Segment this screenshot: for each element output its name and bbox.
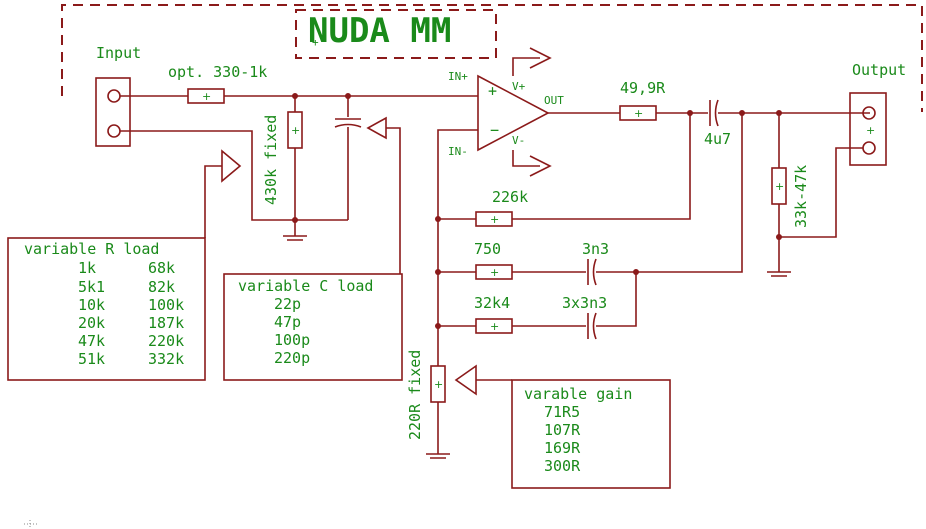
svg-text:−: − [490,121,499,139]
input-pin-1 [107,89,121,103]
variable-c-load-box [223,273,403,381]
gain-item: 300R [544,457,581,475]
ground-icon [283,235,307,241]
gain-item: 71R5 [544,403,580,421]
gain-resistor-label: 220R fixed [406,350,424,440]
opamp-in-plus: IN+ [448,70,468,83]
c-load-item: 22p [274,295,301,313]
cap-3n3-label: 3n3 [582,240,609,258]
ground-icon [767,271,791,277]
r-load-item: 51k [78,350,105,368]
resistor-32k4-label: 32k4 [474,294,510,312]
ground-icon [426,453,450,459]
opamp-vplus: V+ [512,80,526,93]
r-load-item: 20k [78,314,105,332]
r-load-item: 5k1 [78,278,105,296]
svg-text:+: + [634,107,643,120]
svg-text:+: + [490,266,499,279]
c-load-item: 220p [274,349,310,367]
r-load-item: 82k [148,278,175,296]
title: NUDA MM [308,11,451,51]
output-cap-label: 4u7 [704,130,731,148]
gain-item: 169R [544,439,581,457]
variable-gain-title: varable gain [524,385,632,403]
variable-gain-box [511,379,671,489]
r-load-item: 47k [78,332,105,350]
output-resistor-label: 49,9R [620,79,666,97]
input-connector [95,77,131,147]
output-connector [849,92,887,166]
variable-r-arrow [204,149,242,238]
svg-text:+: + [490,320,499,333]
c-load-item: 47p [274,313,301,331]
r-load-item: 220k [148,332,184,350]
svg-text:+: + [291,124,300,137]
origin-marker [24,520,38,528]
output-pin-2 [862,141,876,155]
input-label: Input [96,44,141,62]
dashed-enclosure [61,4,923,112]
variable-r-load-title: variable R load [24,240,159,258]
supply-vminus-icon [512,150,552,177]
opamp-out: OUT [544,94,564,107]
resistor-750-label: 750 [474,240,501,258]
cap-3x3n3-label: 3x3n3 [562,294,607,312]
opamp-vminus: V- [512,134,525,147]
output-pin-1 [862,106,876,120]
opamp-in-minus: IN- [448,145,468,158]
opamp [477,74,550,152]
svg-text:+: + [434,378,443,391]
variable-c-arrow [366,116,401,274]
variable-r-load-values: 1k 5k1 10k 20k 47k 51k 68k 82k 100k 187k… [78,259,184,368]
svg-text:+: + [202,90,211,103]
input-resistor-label: opt. 330-1k [168,63,267,81]
r-load-item: 100k [148,296,184,314]
svg-text:+: + [866,124,875,137]
output-label: Output [852,61,906,79]
svg-text:+: + [488,82,497,100]
gain-item: 107R [544,421,581,439]
output-load-label: 33k-47k [792,165,810,228]
variable-c-load-title: variable C load [238,277,373,295]
r-load-item: 1k [78,259,96,277]
svg-text:+: + [312,36,319,49]
variable-gain-arrow [454,364,512,396]
variable-r-load-box [7,237,206,381]
svg-text:+: + [775,180,784,193]
r-load-item: 187k [148,314,184,332]
r-load-item: 10k [78,296,105,314]
r-load-item: 68k [148,259,175,277]
r-load-item: 332k [148,350,184,368]
c-load-item: 100p [274,331,310,349]
svg-text:+: + [490,213,499,226]
fixed-resistor-label: 430k fixed [262,115,280,205]
feedback-resistor-label: 226k [492,188,528,206]
input-pin-2 [107,124,121,138]
supply-vplus-icon [512,47,552,76]
title-box [295,9,497,59]
